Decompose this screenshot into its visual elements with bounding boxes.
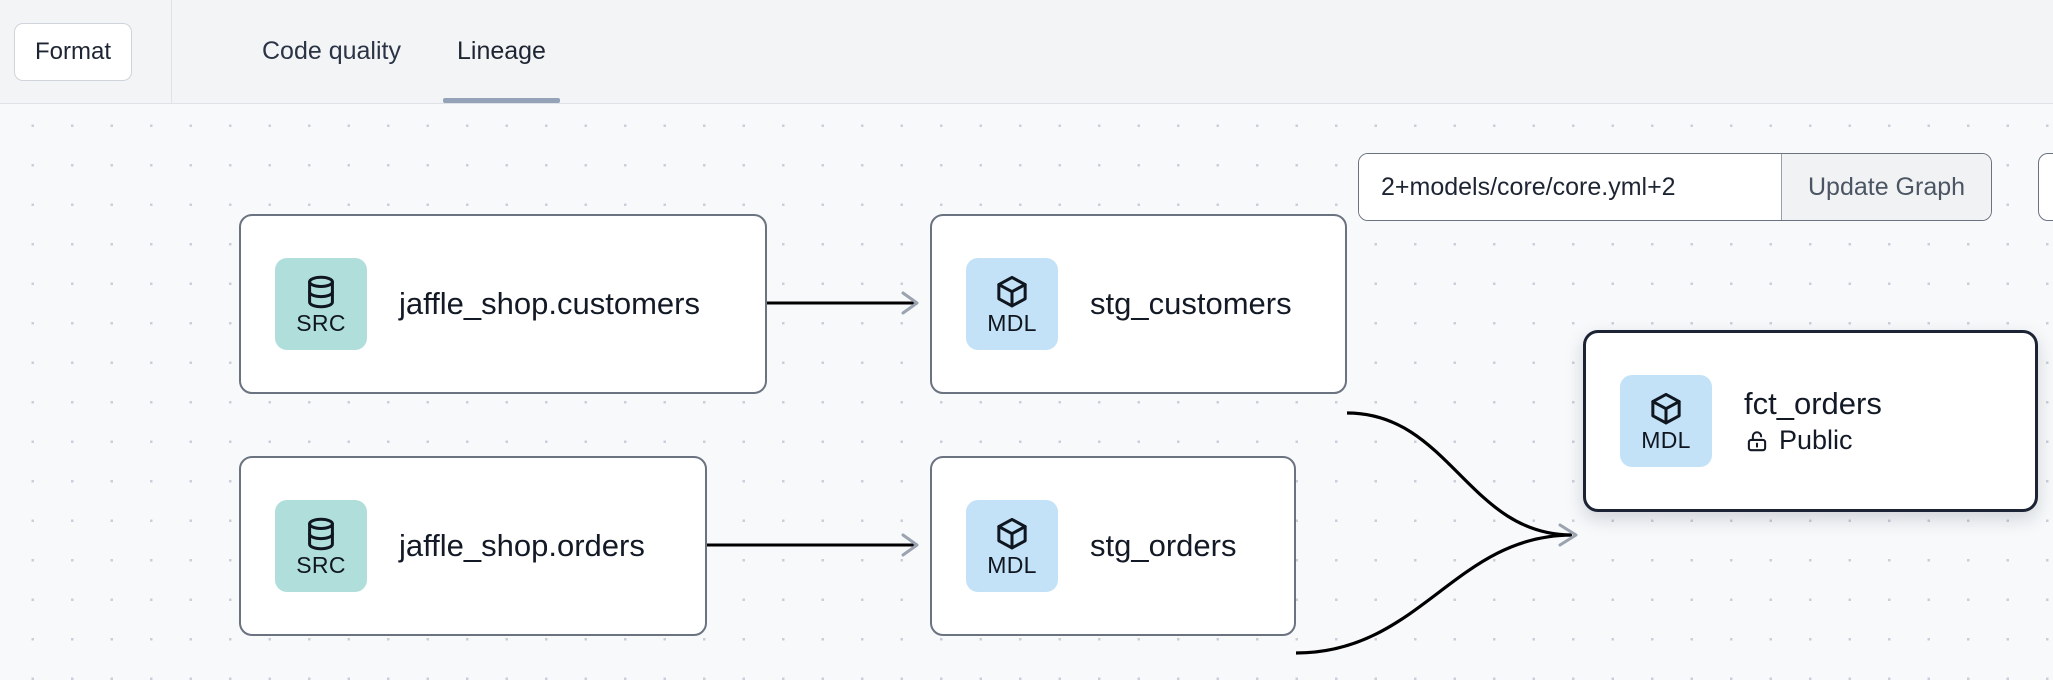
node-text-group: jaffle_shop.customers bbox=[399, 286, 700, 322]
node-title: stg_customers bbox=[1090, 286, 1292, 322]
lineage-node-jaffle-shop-customers[interactable]: SRC jaffle_shop.customers bbox=[239, 214, 767, 394]
database-icon bbox=[308, 275, 334, 309]
lineage-canvas[interactable]: Update Graph SRC jaffle_shop.customers S… bbox=[0, 104, 2053, 680]
lineage-node-stg-customers[interactable]: MDL stg_customers bbox=[930, 214, 1347, 394]
badge-label: MDL bbox=[1641, 427, 1691, 453]
node-title: stg_orders bbox=[1090, 528, 1237, 564]
node-access-meta: Public bbox=[1744, 425, 1882, 456]
database-icon bbox=[308, 517, 334, 551]
update-graph-button[interactable]: Update Graph bbox=[1781, 154, 1992, 220]
node-access-label: Public bbox=[1779, 425, 1853, 456]
node-text-group: jaffle_shop.orders bbox=[399, 528, 645, 564]
node-selection-input[interactable] bbox=[1359, 154, 1781, 220]
lineage-node-stg-orders[interactable]: MDL stg_orders bbox=[930, 456, 1296, 636]
cube-icon bbox=[997, 517, 1027, 550]
cube-icon bbox=[1651, 392, 1681, 425]
tab-bar: Code quality Lineage bbox=[172, 0, 574, 103]
lineage-node-fct-orders[interactable]: MDL fct_orders Public bbox=[1583, 330, 2038, 512]
edge-customers-to-stg-customers bbox=[765, 291, 919, 315]
badge-label: SRC bbox=[296, 310, 346, 336]
node-title: jaffle_shop.customers bbox=[399, 286, 700, 322]
tab-lineage[interactable]: Lineage bbox=[429, 0, 574, 103]
badge-src: SRC bbox=[275, 258, 367, 350]
top-toolbar: Format Code quality Lineage bbox=[0, 0, 2053, 104]
unlock-icon bbox=[1747, 431, 1767, 452]
edge-stg-customers-to-fct-orders bbox=[1346, 411, 1573, 537]
graph-side-button[interactable] bbox=[2038, 153, 2053, 221]
lineage-node-jaffle-shop-orders[interactable]: SRC jaffle_shop.orders bbox=[239, 456, 707, 636]
node-text-group: fct_orders Public bbox=[1744, 386, 1882, 457]
cube-icon bbox=[997, 275, 1027, 308]
badge-label: MDL bbox=[987, 310, 1037, 336]
node-text-group: stg_orders bbox=[1090, 528, 1236, 564]
edge-stg-orders-to-fct-orders bbox=[1295, 523, 1578, 655]
node-title: jaffle_shop.orders bbox=[399, 528, 645, 564]
badge-label: SRC bbox=[296, 552, 346, 578]
edge-orders-to-stg-orders bbox=[707, 533, 919, 557]
badge-mdl: MDL bbox=[966, 258, 1058, 350]
badge-label: MDL bbox=[987, 552, 1037, 578]
badge-mdl: MDL bbox=[1620, 375, 1712, 467]
graph-selector-control: Update Graph bbox=[1358, 153, 1993, 221]
node-title: fct_orders bbox=[1744, 385, 1882, 421]
toolbar-left-section: Format bbox=[0, 0, 172, 103]
badge-mdl: MDL bbox=[966, 500, 1058, 592]
tab-code-quality[interactable]: Code quality bbox=[262, 37, 401, 65]
format-button[interactable]: Format bbox=[14, 22, 133, 81]
node-text-group: stg_customers bbox=[1090, 286, 1292, 322]
badge-src: SRC bbox=[275, 500, 367, 592]
